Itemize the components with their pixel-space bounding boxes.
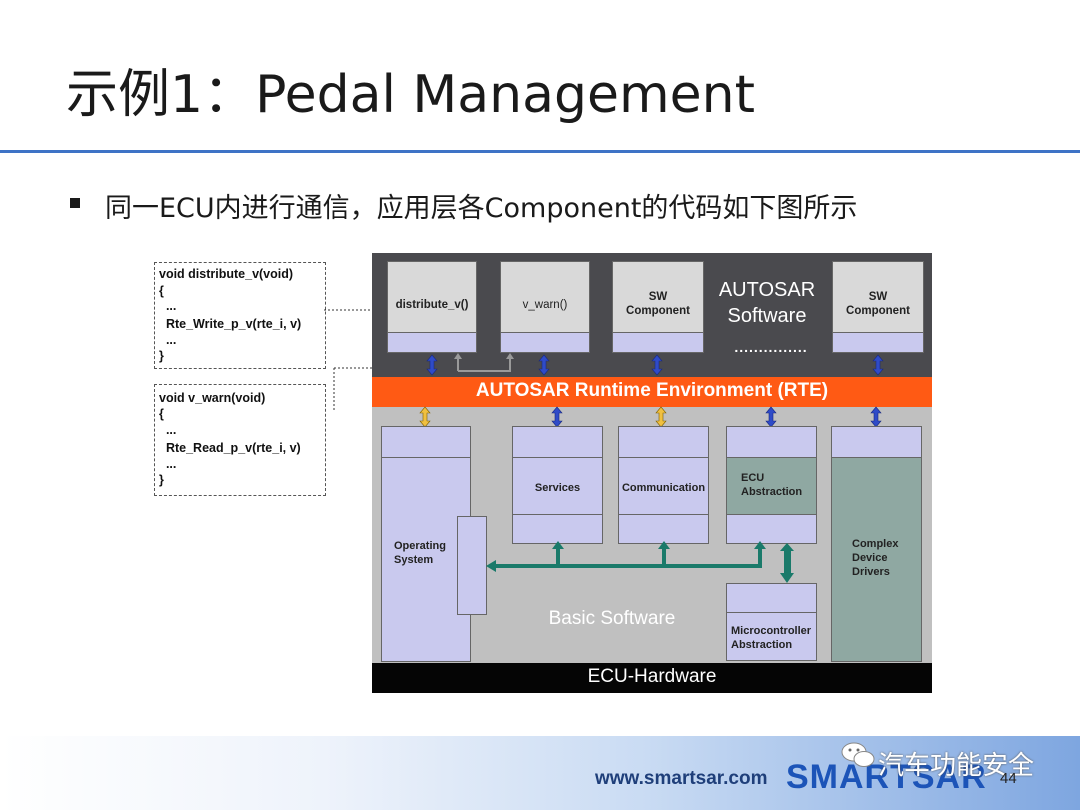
footer-band (0, 736, 1080, 810)
bullet-marker (70, 198, 80, 208)
bsw-mcal: Microcontroller Abstraction (726, 583, 817, 661)
os-label: Operating System (394, 540, 446, 566)
ecu-hardware-label: ECU-Hardware (587, 666, 717, 687)
rte-label: AUTOSAR Runtime Environment (RTE) (475, 380, 829, 401)
os-interface (457, 516, 487, 615)
component-sw-1: SW Component (612, 261, 704, 353)
bsw-services: Services (512, 426, 603, 544)
bsw-ecu-abstraction: ECU Abstraction (726, 426, 817, 544)
component-label: SW Component (626, 291, 690, 317)
code-line: ... (159, 423, 177, 437)
component-distribute: distribute_v() (387, 261, 477, 353)
ecu-hardware-bar (372, 663, 932, 693)
services-label: Services (534, 482, 581, 494)
title-divider (0, 150, 1080, 153)
bsw-connectors (486, 541, 794, 583)
code-line: void v_warn(void) (159, 391, 266, 405)
code-line: { (159, 407, 164, 421)
bsw-complex-drivers: Complex Device Drivers (831, 426, 922, 662)
code-line: } (159, 473, 164, 487)
component-label: SW Component (846, 291, 910, 317)
component-label: distribute_v() (395, 299, 469, 311)
mcal-label: Microcontroller Abstraction (731, 625, 812, 651)
code-line: void distribute_v(void) (159, 267, 294, 281)
ecu-abstraction-label: ECU Abstraction (741, 472, 803, 498)
bullet-text: 同一ECU内进行通信，应用层各Component的代码如下图所示 (105, 193, 858, 224)
code-line: } (159, 349, 164, 363)
code-line: ... (159, 299, 177, 313)
page-title: 示例1：Pedal Management (66, 65, 755, 125)
component-label: v_warn() (522, 299, 568, 311)
smartsar-logo: SMARTSAR (786, 758, 987, 796)
watermark-text: 汽车功能安全 (878, 751, 1035, 781)
rte-bar (372, 377, 932, 407)
wechat-icon (841, 742, 875, 767)
code-line: Rte_Read_p_v(rte_i, v) (159, 441, 301, 455)
more-components-dots: ............... (734, 339, 808, 355)
bsw-communication: Communication (618, 426, 709, 544)
basic-software-label: Basic Software (548, 608, 676, 629)
complex-drivers-label: Complex Device Drivers (852, 538, 899, 578)
code-box-distribute: void distribute_v(void) { ... Rte_Write_… (154, 262, 326, 369)
code-line: { (159, 284, 164, 298)
code-line: ... (159, 457, 177, 471)
component-warn: v_warn() (500, 261, 590, 353)
code-box-warn: void v_warn(void) { ... Rte_Read_p_v(rte… (154, 384, 326, 496)
component-sw-2: SW Component (832, 261, 924, 353)
autosar-software-label: AUTOSAR Software (718, 279, 816, 327)
code-line: ... (159, 333, 177, 347)
footer-url[interactable]: www.smartsar.com (595, 768, 768, 789)
rte-bsw-arrows (419, 406, 882, 428)
communication-label: Communication (621, 482, 706, 494)
app-rte-arrows (426, 353, 884, 376)
code-line: Rte_Write_p_v(rte_i, v) (159, 317, 302, 331)
autosar-diagram: distribute_v() v_warn() SW Component AUT… (372, 253, 932, 693)
page-number: 44 (1000, 770, 1017, 787)
